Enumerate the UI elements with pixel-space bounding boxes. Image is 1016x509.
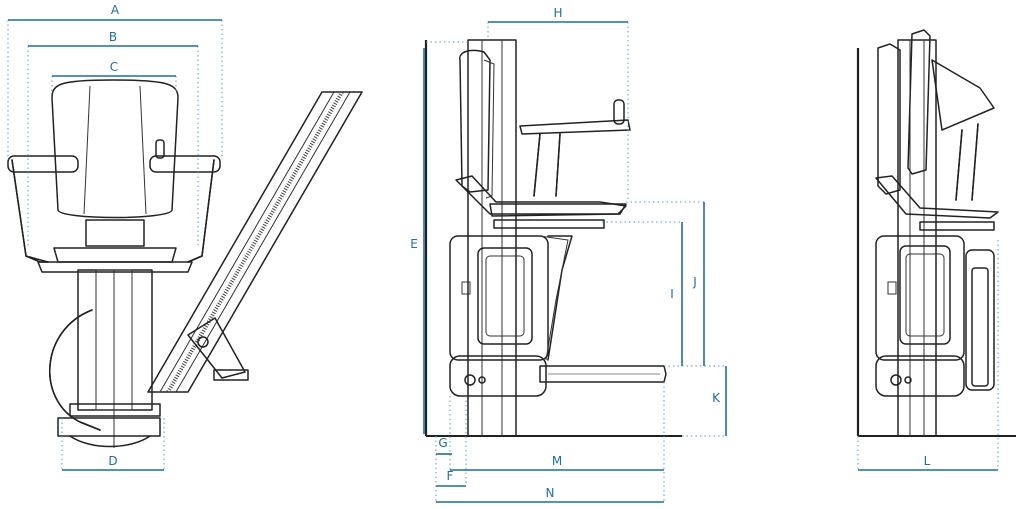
folded-seat bbox=[907, 29, 931, 175]
dimension-label-e: E bbox=[410, 237, 418, 251]
dimension-label-f: F bbox=[447, 469, 454, 483]
folded-footrest bbox=[971, 267, 989, 387]
dimension-label-m: M bbox=[552, 454, 562, 468]
dimension-label-d: D bbox=[108, 454, 117, 468]
folded-armrest bbox=[931, 59, 995, 131]
folded-carriage bbox=[875, 235, 965, 361]
lift-column bbox=[77, 269, 153, 411]
dimension-label-b: B bbox=[109, 30, 117, 44]
dimension-label-i: I bbox=[670, 287, 674, 301]
dimension-label-h: H bbox=[553, 6, 562, 20]
side-carriage bbox=[449, 235, 549, 361]
inclined-rail bbox=[147, 90, 363, 394]
right-armrest bbox=[149, 155, 221, 173]
side-armrest bbox=[519, 119, 631, 135]
dimension-label-g: G bbox=[438, 436, 447, 450]
dimension-label-n: N bbox=[546, 486, 555, 500]
side-view bbox=[424, 39, 682, 437]
dimension-label-k: K bbox=[712, 391, 721, 405]
dimension-label-j: J bbox=[692, 275, 697, 289]
side-rail bbox=[467, 39, 517, 437]
folded-rail bbox=[897, 39, 937, 437]
front-footrest bbox=[69, 403, 161, 417]
dimension-label-l: L bbox=[924, 454, 931, 468]
rail-support-foot bbox=[187, 317, 246, 379]
folded-view bbox=[856, 29, 1016, 437]
side-footrest bbox=[539, 365, 667, 383]
side-seat bbox=[489, 203, 627, 217]
side-backrest bbox=[459, 49, 491, 193]
left-armrest bbox=[7, 155, 79, 173]
dimension-lines: A B C D E H I J K G F M N L bbox=[8, 3, 998, 503]
front-backrest bbox=[51, 79, 179, 219]
front-seat bbox=[53, 247, 177, 263]
dimension-guides bbox=[7, 20, 999, 502]
dimension-label-c: C bbox=[110, 60, 118, 74]
front-view bbox=[7, 79, 363, 448]
control-joystick bbox=[155, 139, 165, 159]
dimension-label-a: A bbox=[111, 3, 120, 17]
